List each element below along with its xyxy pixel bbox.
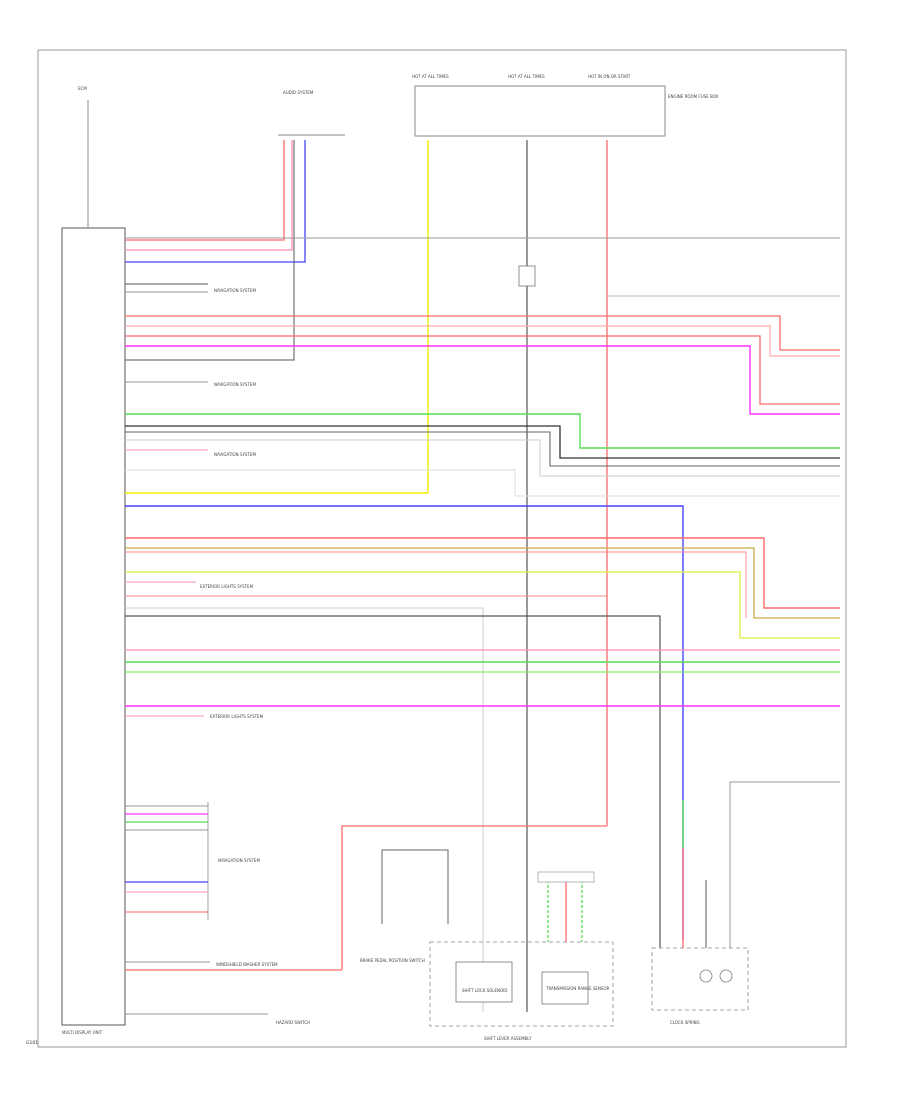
navigation-system-label-4: NAVIGATION SYSTEM xyxy=(218,858,260,863)
fuse-box-label: ENGINE ROOM FUSE BOX xyxy=(668,94,719,99)
wire-green-1 xyxy=(125,413,840,449)
wire-gray-5 xyxy=(729,781,840,948)
clock-spring-coil xyxy=(699,969,713,983)
shift-lock-solenoid xyxy=(455,961,513,1003)
top-left-component-label: ECM xyxy=(78,86,87,91)
audio-system-label: AUDIO SYSTEM xyxy=(283,90,314,95)
wire-red-2 xyxy=(125,335,840,405)
transmission-range-sensor-label: TRANSMISSION RANGE SENSOR xyxy=(545,986,610,991)
audio-wire-blue xyxy=(125,140,306,263)
wire-black-1 xyxy=(125,425,840,459)
fuse-2-label: HOT AT ALL TIMES xyxy=(508,74,545,79)
brake-switch-label: BRAKE PEDAL POSITION SWITCH xyxy=(360,958,425,963)
shift-lock-solenoid-label: SHIFT LOCK SOLENOID xyxy=(462,988,507,993)
wire-gray-3 xyxy=(125,469,840,497)
windshield-washer-label: WINDSHIELD WASHER SYSTEM xyxy=(216,962,278,967)
exterior-lights-label-1: EXTERIOR LIGHTS SYSTEM xyxy=(200,584,254,589)
wire-red-1 xyxy=(125,315,840,351)
diagram-frame xyxy=(37,49,847,1048)
navigation-system-label-3: NAVIGATION SYSTEM xyxy=(214,452,256,457)
main-module-box xyxy=(61,227,126,1026)
shift-lever-assembly-label: SHIFT LEVER ASSEMBLY xyxy=(484,1036,532,1041)
wire-gray-4 xyxy=(125,607,484,1012)
wire-blue-1 xyxy=(125,505,684,940)
relay-symbol xyxy=(518,265,536,287)
brake-switch-wire xyxy=(381,849,449,924)
wire-pink-1 xyxy=(125,325,840,357)
clock-spring-coil-2 xyxy=(719,969,733,983)
fuse-3-label: HOT IN ON OR START xyxy=(588,74,631,79)
transmission-range-sensor xyxy=(541,971,589,1005)
wire-black-3 xyxy=(125,615,661,948)
hazard-switch-label: HAZARD SWITCH xyxy=(276,1020,310,1025)
wire-black-2 xyxy=(125,431,840,467)
audio-wire-pink xyxy=(125,140,293,251)
navigation-system-label-1: NAVIGATION SYSTEM xyxy=(214,288,256,293)
clock-spring-box xyxy=(651,947,749,1011)
main-module-label: MULTI DISPLAY UNIT xyxy=(62,1030,103,1035)
ground-label: G101 xyxy=(26,1041,39,1046)
audio-wire-red xyxy=(125,140,285,241)
shift-lever-assembly-box xyxy=(429,941,614,1027)
wire-red-3 xyxy=(125,537,840,609)
fuse-1-label: HOT AT ALL TIMES xyxy=(412,74,449,79)
wire-red-4 xyxy=(125,551,747,618)
clock-spring-label: CLOCK SPRING xyxy=(670,1020,700,1025)
wire-orange-1 xyxy=(125,547,840,619)
wire-gray-2 xyxy=(125,439,840,477)
wire-magenta-1 xyxy=(125,345,840,415)
shift-connector xyxy=(537,871,595,883)
exterior-lights-label-2: EXTERIOR LIGHTS SYSTEM xyxy=(210,714,264,719)
wire-yellow-green-1 xyxy=(125,571,840,639)
audio-wire-black xyxy=(125,140,295,361)
fuse-box xyxy=(414,85,666,137)
navigation-system-label-2: NAVIGATION SYSTEM xyxy=(214,382,256,387)
wire-red-fuse3-route xyxy=(341,825,607,970)
